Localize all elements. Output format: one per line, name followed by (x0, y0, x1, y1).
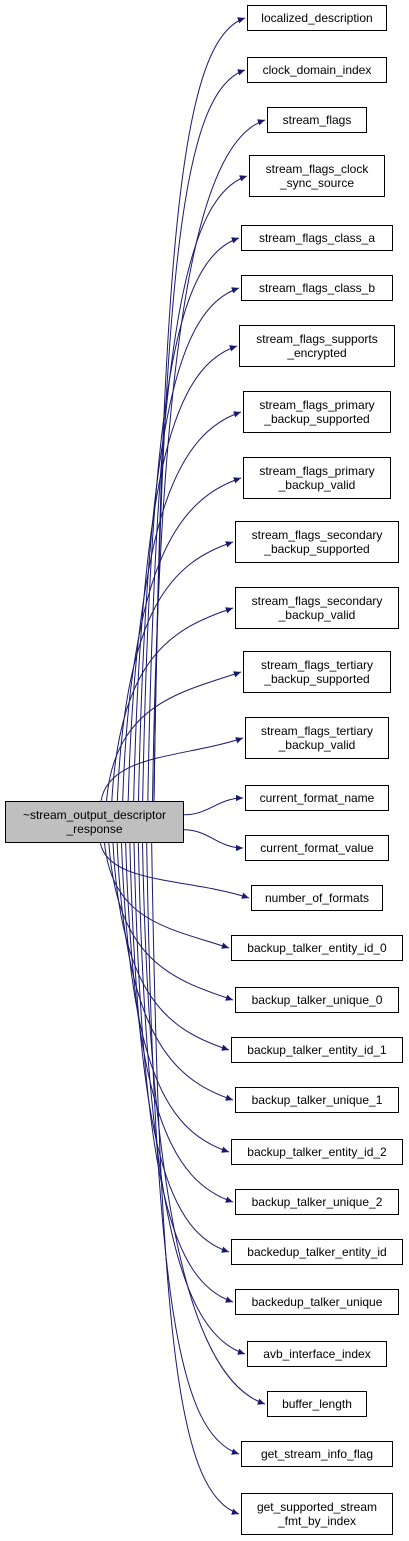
call-edge (142, 237, 240, 802)
callee-node[interactable]: backup_talker_entity_id_1 (231, 1037, 403, 1063)
callee-node[interactable]: current_format_name (245, 785, 389, 811)
call-edge (125, 842, 234, 1203)
callee-node[interactable]: stream_flags_secondary _backup_valid (235, 587, 399, 629)
callee-label: number_of_formats (264, 891, 370, 905)
callee-label: localized_description (261, 11, 373, 25)
callee-node[interactable]: stream_flags_tertiary _backup_valid (245, 717, 389, 759)
callee-label: backedup_talker_unique (251, 1295, 383, 1309)
callee-node[interactable]: stream_flags_class_a (241, 225, 393, 251)
callee-label: current_format_value (260, 841, 374, 855)
callee-label: get_stream_info_flag (260, 1447, 374, 1461)
callee-label: stream_flags_class_a (258, 231, 376, 245)
callee-label: stream_flags_primary _backup_valid (259, 464, 375, 492)
callee-label: backup_talker_entity_id_1 (247, 1043, 387, 1057)
callee-node[interactable]: backup_talker_unique_0 (235, 987, 399, 1013)
call-edge (151, 842, 240, 1515)
callee-label: backup_talker_entity_id_0 (247, 941, 387, 955)
call-edge (183, 829, 244, 852)
callee-label: buffer_length (282, 1397, 352, 1411)
call-edge (137, 842, 246, 1355)
callee-label: stream_flags_tertiary _backup_valid (260, 724, 374, 752)
call-edge (147, 175, 248, 802)
callee-node[interactable]: stream_flags_primary _backup_supported (243, 391, 391, 433)
call-edge (104, 842, 230, 949)
callee-node[interactable]: backedup_talker_entity_id (231, 1239, 403, 1265)
callee-label: clock_domain_index (262, 63, 372, 77)
callee-node[interactable]: buffer_length (267, 1391, 367, 1417)
root-function-node: ~stream_output_descriptor _response (5, 801, 184, 843)
callee-label: stream_flags (282, 113, 352, 127)
callee-node[interactable]: stream_flags_tertiary _backup_supported (243, 651, 391, 693)
callee-node[interactable]: stream_flags_class_b (241, 275, 393, 301)
call-edge (133, 345, 238, 802)
call-edge (116, 541, 234, 802)
call-edge (112, 842, 230, 1051)
call-edge (121, 842, 230, 1153)
call-edge (127, 411, 242, 802)
callee-node[interactable]: stream_flags_clock _sync_source (249, 155, 385, 197)
call-edge (153, 69, 246, 802)
callee-node[interactable]: clock_domain_index (247, 57, 387, 83)
call-edge (100, 737, 244, 802)
root-function-label: ~stream_output_descriptor _response (22, 808, 167, 836)
callee-label: backup_talker_unique_2 (251, 1195, 383, 1209)
callee-node[interactable]: backup_talker_unique_1 (235, 1087, 399, 1113)
callee-label: stream_flags_primary _backup_supported (259, 398, 375, 426)
callee-label: stream_flags_tertiary _backup_supported (260, 658, 374, 686)
call-edge (122, 477, 242, 802)
call-edge (138, 287, 240, 802)
call-edge (152, 119, 266, 802)
callee-node[interactable]: stream_flags_supports _encrypted (239, 325, 395, 367)
callee-node[interactable]: current_format_value (245, 835, 389, 861)
call-edge (146, 842, 240, 1455)
callee-label: backup_talker_entity_id_2 (247, 1145, 387, 1159)
callee-label: stream_flags_supports _encrypted (256, 332, 378, 360)
callee-node[interactable]: number_of_formats (251, 885, 383, 911)
callee-label: backedup_talker_entity_id (247, 1245, 387, 1259)
callee-node[interactable]: stream_flags_secondary _backup_supported (235, 521, 399, 563)
callee-label: current_format_name (259, 791, 375, 805)
callee-label: stream_flags_class_b (258, 281, 376, 295)
call-edge (129, 842, 230, 1253)
callee-node[interactable]: backup_talker_unique_2 (235, 1189, 399, 1215)
callee-label: stream_flags_secondary _backup_valid (251, 594, 383, 622)
callee-node[interactable]: get_stream_info_flag (241, 1441, 393, 1467)
callee-node[interactable]: stream_flags_primary _backup_valid (243, 457, 391, 499)
call-edge (111, 607, 234, 802)
call-edge (142, 842, 266, 1405)
call-edge (108, 842, 234, 1001)
callee-label: stream_flags_clock _sync_source (265, 162, 369, 190)
callee-node[interactable]: avb_interface_index (247, 1341, 387, 1367)
call-edge (153, 17, 246, 802)
callee-label: backup_talker_unique_1 (251, 1093, 383, 1107)
callee-node[interactable]: backup_talker_entity_id_0 (231, 935, 403, 961)
callee-label: stream_flags_secondary _backup_supported (251, 528, 383, 556)
callee-label: avb_interface_index (263, 1347, 371, 1361)
callee-node[interactable]: localized_description (247, 5, 387, 31)
callee-node[interactable]: get_supported_stream _fmt_by_index (241, 1493, 393, 1535)
callee-node[interactable]: backedup_talker_unique (235, 1289, 399, 1315)
call-edge (183, 794, 244, 816)
callee-label: get_supported_stream _fmt_by_index (256, 1500, 378, 1528)
callee-node[interactable]: stream_flags (267, 107, 367, 133)
callee-node[interactable]: backup_talker_entity_id_2 (231, 1139, 403, 1165)
callee-label: backup_talker_unique_0 (251, 993, 383, 1007)
call-edge (106, 671, 242, 802)
